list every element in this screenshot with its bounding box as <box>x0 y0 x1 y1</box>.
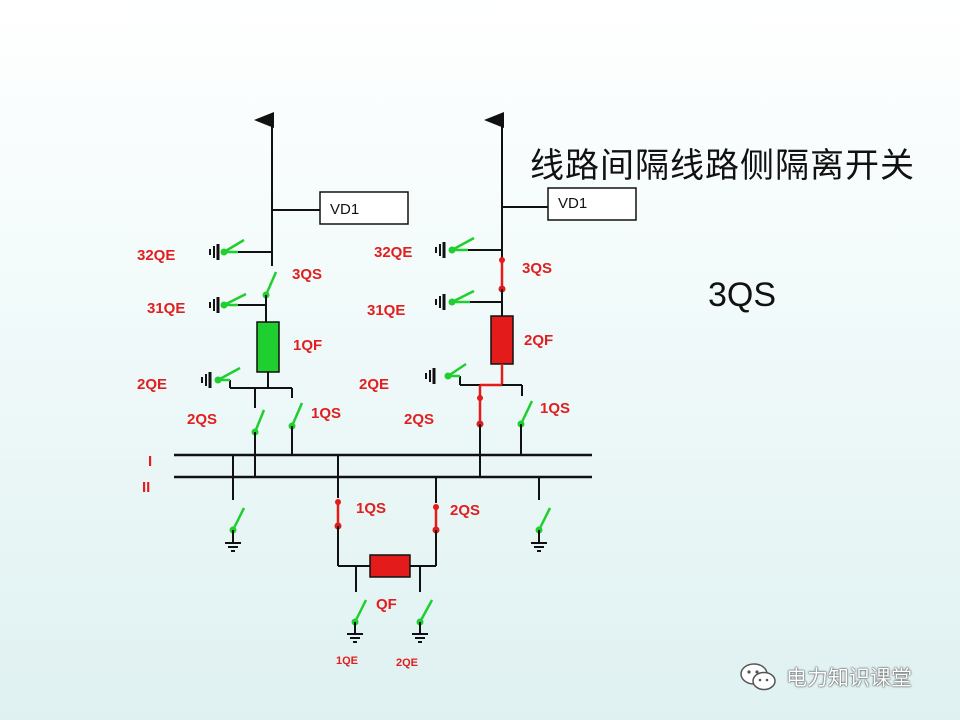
breaker-tie-qf <box>369 554 411 578</box>
qs2-label-left: 2QS <box>187 411 217 428</box>
watermark-text: 电力知识课堂 <box>786 666 912 690</box>
vd1-box-right <box>547 187 637 221</box>
qf1-label: 1QF <box>293 337 322 354</box>
left-bay: VD1 32QE 3QS 31QE <box>137 112 409 552</box>
qe31-label-left: 31QE <box>147 300 185 317</box>
bus-I-label: I <box>148 453 152 470</box>
tie-qe1-label: 1QE <box>336 655 358 667</box>
slide-title: 线路间隔线路侧隔离开关 <box>530 146 915 186</box>
vd1-box-left <box>319 191 409 225</box>
tie-qs2-label: 2QS <box>450 502 480 519</box>
qe2-label-right: 2QE <box>359 376 389 393</box>
bus-II-label: II <box>142 479 150 496</box>
qf2-label: 2QF <box>524 332 553 349</box>
bus-tie: 1QS 2QS QF 1QE <box>334 455 480 669</box>
wechat-logo-icon <box>740 663 776 691</box>
qs3-label-right: 3QS <box>522 260 552 277</box>
tie-qf-label: QF <box>376 596 397 613</box>
qs1-label-right: 1QS <box>540 400 570 417</box>
qs1-label-left: 1QS <box>311 405 341 422</box>
qe32-label-left: 32QE <box>137 247 175 264</box>
tie-qe2-label: 2QE <box>396 657 418 669</box>
right-bay: VD1 32QE 3QS 31QE <box>359 112 637 552</box>
qe31-label-right: 31QE <box>367 302 405 319</box>
watermark: 电力知识课堂 <box>738 660 912 694</box>
breaker-2qf <box>490 315 514 365</box>
qe32-label-right: 32QE <box>374 244 412 261</box>
vd1-label-left: VD1 <box>330 201 359 218</box>
qs3-label-left: 3QS <box>292 266 322 283</box>
highlighted-device-label: 3QS <box>708 276 777 314</box>
tie-qs1-label: 1QS <box>356 500 386 517</box>
qs2-label-right: 2QS <box>404 411 434 428</box>
vd1-label-right: VD1 <box>558 195 587 212</box>
breaker-1qf <box>256 321 280 373</box>
qe2-label-left: 2QE <box>137 376 167 393</box>
